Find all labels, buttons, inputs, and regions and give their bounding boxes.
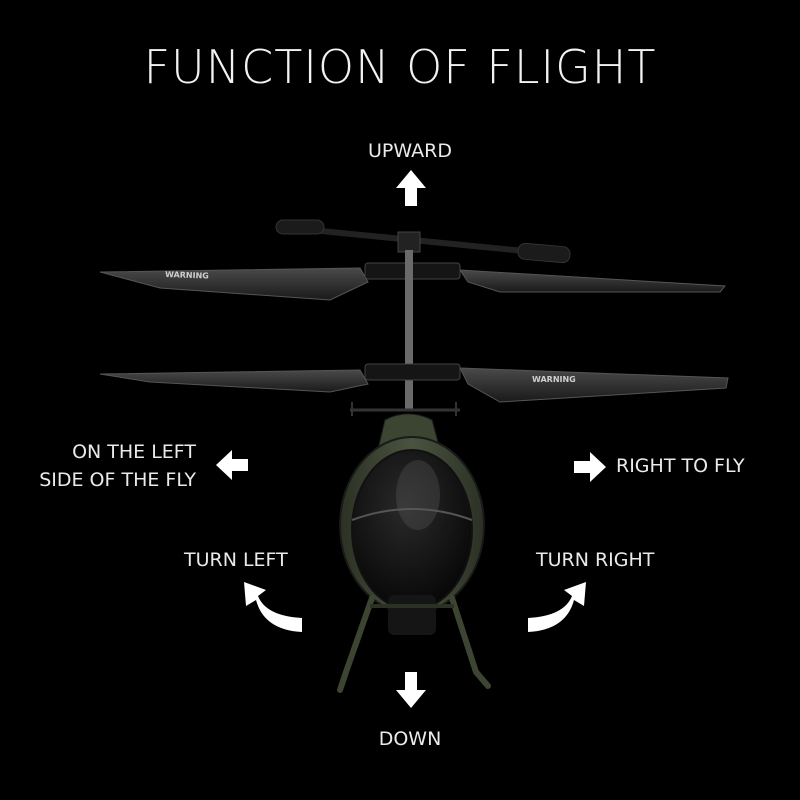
arrow-down-icon <box>396 672 426 708</box>
down-label: DOWN <box>378 728 442 750</box>
rotor-shaft <box>405 250 413 410</box>
arrow-left-icon <box>216 450 248 480</box>
upper-rotor: WARNING <box>99 262 727 301</box>
curved-arrow-right-icon <box>528 582 586 632</box>
curved-arrow-left-icon <box>244 582 302 632</box>
left-side-label-line1: ON THE LEFT <box>72 441 196 463</box>
landing-skids <box>337 595 491 693</box>
upper-blade-warning-text: WARNING <box>165 270 209 281</box>
left-side-label-line2: SIDE OF THE FLY <box>39 469 196 491</box>
flybar <box>275 219 571 264</box>
helicopter-body <box>339 413 485 635</box>
arrow-up-icon <box>396 170 426 206</box>
lower-blade-warning-text: WARNING <box>532 375 576 384</box>
left-side-label: ON THE LEFT SIDE OF THE FLY <box>36 438 196 494</box>
arrow-right-icon <box>574 452 606 482</box>
lower-rotor: WARNING <box>99 363 729 403</box>
turn-left-label: TURN LEFT <box>184 549 288 571</box>
turn-right-label: TURN RIGHT <box>536 549 655 571</box>
right-to-fly-label: RIGHT TO FLY <box>616 455 745 477</box>
page-title: FUNCTION OF FLIGHT <box>143 40 657 94</box>
upward-label: UPWARD <box>368 140 452 162</box>
